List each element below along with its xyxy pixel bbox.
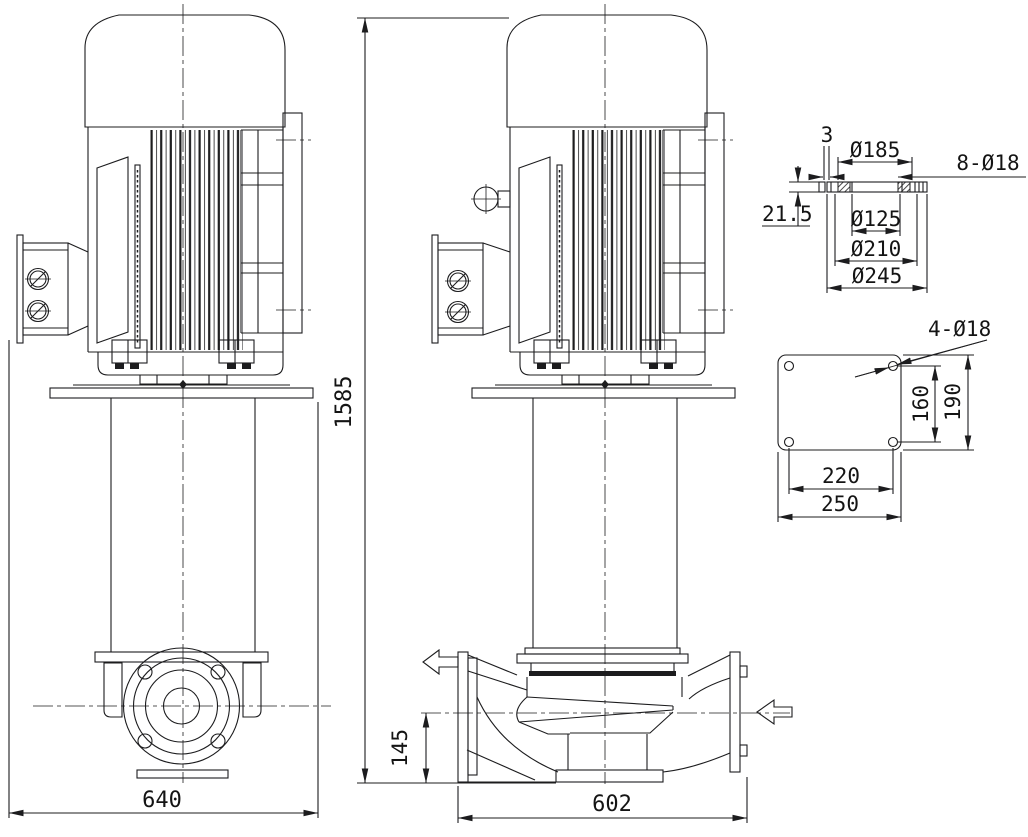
dim-bolt-spacing-width-text: 220 xyxy=(822,464,860,488)
terminal-box-front xyxy=(16,234,89,344)
cable-gland-icon xyxy=(25,299,51,323)
dim-port-height-text: 145 xyxy=(388,729,412,767)
bolt-hole-section xyxy=(897,181,911,193)
dim-outer-diameter: Ø245 xyxy=(826,194,928,293)
dim-bolt-circle: Ø210 xyxy=(834,194,918,266)
dim-plate-depth-text: 190 xyxy=(941,383,965,421)
dim-flange-bolts: 8-Ø18 xyxy=(898,151,1026,181)
flange-section xyxy=(818,181,928,193)
dim-flange-bolts-text: 8-Ø18 xyxy=(956,151,1019,175)
front-view: 640 xyxy=(8,4,331,818)
flange-bolt-hole xyxy=(210,664,226,680)
suction-flange-face xyxy=(33,647,331,779)
dim-flange-thickness-text: 21.5 xyxy=(762,202,813,226)
side-view: 1585 145 602 xyxy=(332,4,793,823)
dim-overall-height: 1585 xyxy=(332,17,556,784)
cable-gland-icon xyxy=(445,269,471,293)
outlet-flow-arrow-icon xyxy=(422,648,459,676)
pump-column-side xyxy=(532,398,678,648)
base-bolt-hole xyxy=(783,436,795,448)
dim-overall-width: 640 xyxy=(8,340,319,818)
discharge-flange xyxy=(457,651,469,783)
dim-bolt-spacing-depth-text: 160 xyxy=(909,385,933,423)
pump-column-front xyxy=(110,398,256,652)
volute-casing xyxy=(421,647,793,783)
dim-overall-height-text: 1585 xyxy=(332,376,357,429)
base-plate-outline xyxy=(777,354,902,451)
motor-assembly-front xyxy=(49,14,314,399)
flange-bolt-hole xyxy=(137,733,153,749)
dim-port-height: 145 xyxy=(388,713,430,783)
flange-bolt-hole xyxy=(210,733,226,749)
dim-casing-width: 602 xyxy=(457,777,748,823)
dim-step-width-text: 3 xyxy=(821,123,834,147)
dim-bolt-circle-text: Ø210 xyxy=(851,237,902,261)
flange-bolt-hole xyxy=(137,664,153,680)
dim-bolt-spacing-depth: 160 xyxy=(898,365,941,443)
dim-flange-thickness: 21.5 xyxy=(762,166,819,227)
dim-bore: Ø125 xyxy=(851,194,902,236)
base-plate-detail-view: 4-Ø18 160 190 220 250 xyxy=(777,317,991,522)
dim-raised-face-text: Ø185 xyxy=(850,138,901,162)
cable-gland-icon xyxy=(25,267,51,291)
base-bolt-hole xyxy=(887,436,899,448)
base-bolt-hole xyxy=(783,360,795,372)
base-bolt-hole xyxy=(887,360,899,372)
motor-assembly-side xyxy=(471,14,736,399)
dim-base-bolts: 4-Ø18 xyxy=(854,317,991,378)
dim-bolt-spacing-width: 220 xyxy=(788,448,894,494)
flange-detail-view: 3 21.5 Ø185 8-Ø18 Ø125 xyxy=(762,123,1026,293)
cable-gland-icon xyxy=(445,300,471,324)
inlet-flow-arrow-icon xyxy=(756,698,793,726)
dim-casing-width-text: 602 xyxy=(592,792,632,817)
lifting-eye xyxy=(471,184,511,214)
dim-plate-width-text: 250 xyxy=(821,492,859,516)
suction-flange xyxy=(729,651,741,773)
terminal-box-side xyxy=(431,234,511,344)
dim-base-bolts-text: 4-Ø18 xyxy=(928,317,991,341)
dim-plate-width: 250 xyxy=(777,452,902,522)
dim-outer-diameter-text: Ø245 xyxy=(852,264,903,288)
dim-bore-text: Ø125 xyxy=(851,207,902,231)
dim-plate-depth: 190 xyxy=(903,354,974,451)
bolt-hole-section xyxy=(837,181,851,193)
dim-raised-face: Ø185 xyxy=(837,138,913,180)
dim-step-width: 3 xyxy=(808,123,845,181)
dim-overall-width-text: 640 xyxy=(142,788,182,813)
